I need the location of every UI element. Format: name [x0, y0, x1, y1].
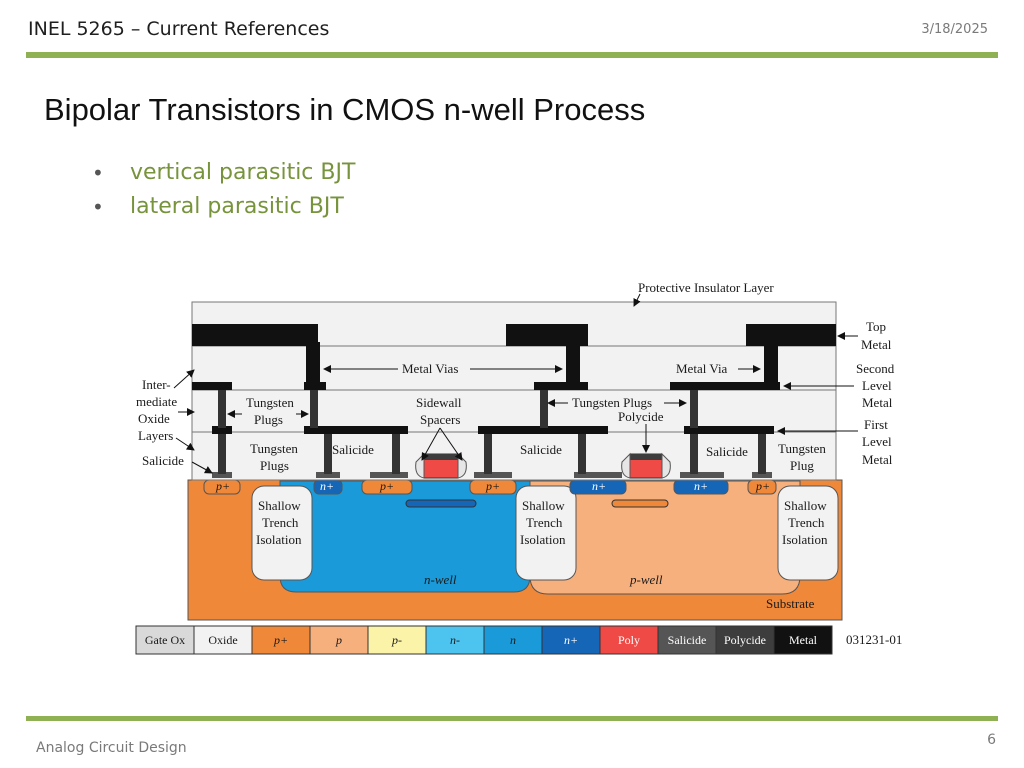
label-sidewall-spacers: Spacers — [420, 412, 460, 427]
bottom-rule — [26, 716, 998, 721]
label-sti: Isolation — [256, 532, 302, 547]
first-level-metal — [212, 426, 774, 434]
p-channel-implant — [611, 499, 669, 508]
salicide-contacts — [212, 472, 772, 478]
label-sidewall-spacers: Sidewall — [416, 395, 462, 410]
legend-label: Polycide — [724, 633, 766, 647]
footer-course-name: Analog Circuit Design — [36, 740, 187, 756]
label-protective: Protective Insulator Layer — [638, 280, 774, 295]
label-metal-via: Metal Via — [676, 361, 728, 376]
label-salicide: Salicide — [332, 442, 374, 457]
figure-id: 031231-01 — [846, 632, 902, 647]
legend-swatch — [483, 625, 543, 655]
label-first-level-metal: Level — [862, 434, 892, 449]
label-sti: Shallow — [784, 498, 827, 513]
label-p-plus: p+ — [755, 479, 770, 493]
tungsten-plugs-m1 — [218, 432, 766, 474]
sti-left — [251, 485, 313, 581]
cmos-cross-section-diagram: Protective Insulator Layer Top Metal Met… — [135, 280, 902, 655]
label-p-well: p-well — [629, 572, 663, 587]
label-metal-vias: Metal Vias — [402, 361, 458, 376]
label-salicide: Salicide — [520, 442, 562, 457]
label-sti: Trench — [788, 515, 825, 530]
label-intermediate-oxide: Inter- — [142, 377, 171, 392]
label-first-level-metal: Metal — [862, 452, 893, 467]
header-date: 3/18/2025 — [921, 22, 988, 37]
tungsten-plugs-m2 — [218, 388, 698, 428]
label-n-plus: n+ — [320, 479, 334, 493]
label-p-plus: p+ — [215, 479, 230, 493]
slide-title: Bipolar Transistors in CMOS n-well Proce… — [44, 92, 646, 127]
label-substrate: Substrate — [766, 596, 815, 611]
legend-label: p- — [391, 633, 402, 647]
label-first-level-metal: First — [864, 417, 888, 432]
legend-label: p — [335, 633, 342, 647]
label-tungsten-plugs: Tungsten — [246, 395, 294, 410]
top-metal — [192, 324, 836, 346]
label-second-level-metal: Second — [856, 361, 895, 376]
label-n-plus: n+ — [592, 479, 606, 493]
bullet-item: lateral parasitic BJT — [92, 190, 355, 224]
legend-label: n — [510, 633, 516, 647]
legend-swatch — [541, 625, 601, 655]
label-tungsten-plugs: Plugs — [254, 412, 283, 427]
label-sti: Isolation — [520, 532, 566, 547]
label-tungsten-plugs: Plugs — [260, 458, 289, 473]
label-salicide: Salicide — [142, 453, 184, 468]
legend-label: n- — [450, 633, 460, 647]
label-intermediate-oxide: mediate — [136, 394, 177, 409]
label-p-plus: p+ — [379, 479, 394, 493]
legend-swatch — [251, 625, 311, 655]
label-sti: Shallow — [258, 498, 301, 513]
label-n-well: n-well — [424, 572, 457, 587]
nwell-region — [279, 480, 531, 593]
sti-right — [777, 485, 839, 581]
label-second-level-metal: Metal — [862, 395, 893, 410]
legend-swatch — [425, 625, 485, 655]
label-tungsten-plug: Tungsten — [778, 441, 826, 456]
label-intermediate-oxide: Layers — [138, 428, 173, 443]
sti-middle — [515, 485, 577, 581]
legend-swatch — [773, 625, 833, 655]
label-intermediate-oxide: Oxide — [138, 411, 170, 426]
second-level-metal — [192, 382, 780, 390]
bullet-item: vertical parasitic BJT — [92, 156, 355, 190]
legend-label: Oxide — [208, 633, 237, 647]
label-p-plus: p+ — [485, 479, 500, 493]
label-salicide: Salicide — [706, 444, 748, 459]
nmos-gate — [621, 452, 671, 479]
oxide-layer-2 — [191, 389, 837, 433]
label-tungsten-plugs: Tungsten Plugs — [572, 395, 652, 410]
label-top-metal: Metal — [861, 337, 892, 352]
legend-swatch — [367, 625, 427, 655]
layer-legend: Gate Ox Oxide p+ p p-n-n n+ Poly Salicide Polyci… — [135, 625, 833, 655]
label-sti: Trench — [262, 515, 299, 530]
label-sti: Shallow — [522, 498, 565, 513]
label-sti: Trench — [526, 515, 563, 530]
label-second-level-metal: Level — [862, 378, 892, 393]
n-channel-implant — [405, 499, 477, 508]
legend-label: p+ — [273, 633, 288, 647]
label-tungsten-plug: Plug — [790, 458, 814, 473]
label-tungsten-plugs: Tungsten — [250, 441, 298, 456]
legend-swatch — [309, 625, 369, 655]
oxide-layer-1 — [191, 431, 837, 481]
legend-swatch — [599, 625, 659, 655]
bullet-list: vertical parasitic BJT lateral parasitic… — [92, 156, 355, 224]
legend-label: n+ — [564, 633, 578, 647]
legend-label: Metal — [789, 633, 818, 647]
label-polycide: Polycide — [618, 409, 664, 424]
label-top-metal: Top — [866, 319, 886, 334]
top-rule — [26, 52, 998, 58]
legend-label: Gate Ox — [145, 633, 185, 647]
label-n-plus: n+ — [694, 479, 708, 493]
page-number: 6 — [987, 732, 996, 748]
header-course-title: INEL 5265 – Current References — [28, 18, 330, 40]
label-sti: Isolation — [782, 532, 828, 547]
legend-label: Poly — [618, 633, 640, 647]
metal-vias — [306, 342, 778, 384]
legend-label: Salicide — [668, 633, 707, 647]
